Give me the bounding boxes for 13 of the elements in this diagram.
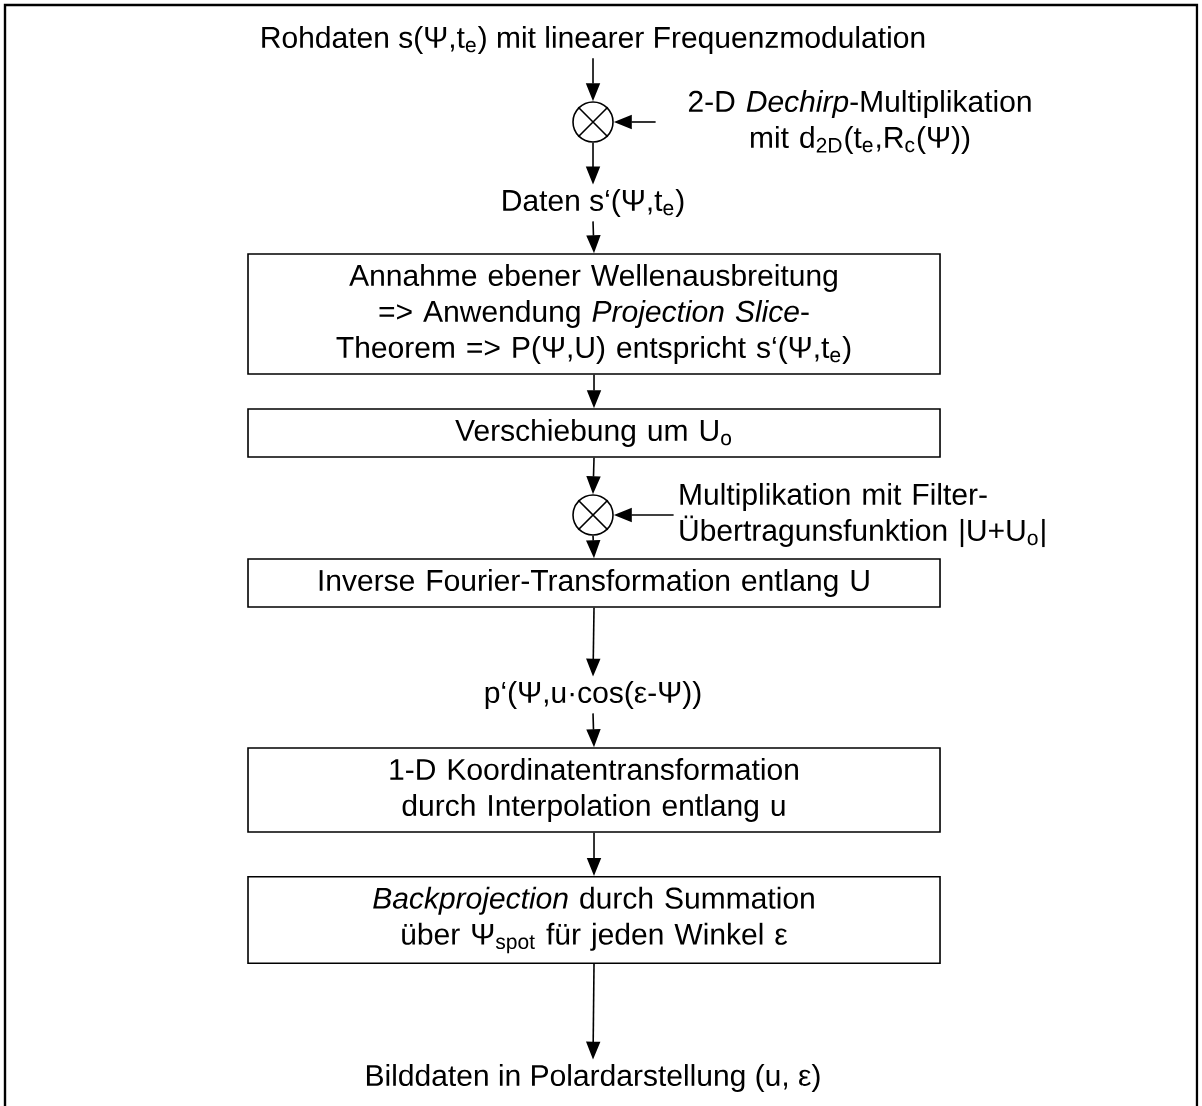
flow-text: Daten s‘(Ψ,t$_{e}$) xyxy=(503,189,684,217)
flow-text: Multiplikation mit Filter-Übertragunsfunktion |U+U$_{o}$| xyxy=(680,482,1045,548)
flow-text: p‘(Ψ,u·cos(ε-Ψ)) xyxy=(485,681,701,709)
multiplier-symbol xyxy=(572,494,614,536)
process-box: Inverse Fourier-Transformation entlang U xyxy=(247,558,941,608)
process-box: Verschiebung um U$_{o}$ xyxy=(247,408,941,458)
multiplier-symbol xyxy=(572,101,614,143)
flow-text: Bilddaten in Polardarstellung (u, ε) xyxy=(367,1064,820,1092)
process-box: Annahme ebener Wellenausbreitung => Anwendung Projection Slice-Theorem => P(Ψ,U) entspricht s‘(Ψ,t$_{e}$) xyxy=(247,253,941,375)
process-box: 1-D Koordinatentransformation durch Interpolation entlang u xyxy=(247,747,941,833)
flow-text: Rohdaten s(Ψ,t$_{e}$) mit linearer Frequenzmodulation xyxy=(262,26,925,54)
process-box: Backprojection durch Summation über Ψ$_{spot}$ für jeden Winkel ε xyxy=(247,876,941,964)
flow-text: 2-D Dechirp-Multiplikation mit d$_{2D}$(t$_{e}$,R$_{c}$(Ψ)) xyxy=(688,90,1031,154)
